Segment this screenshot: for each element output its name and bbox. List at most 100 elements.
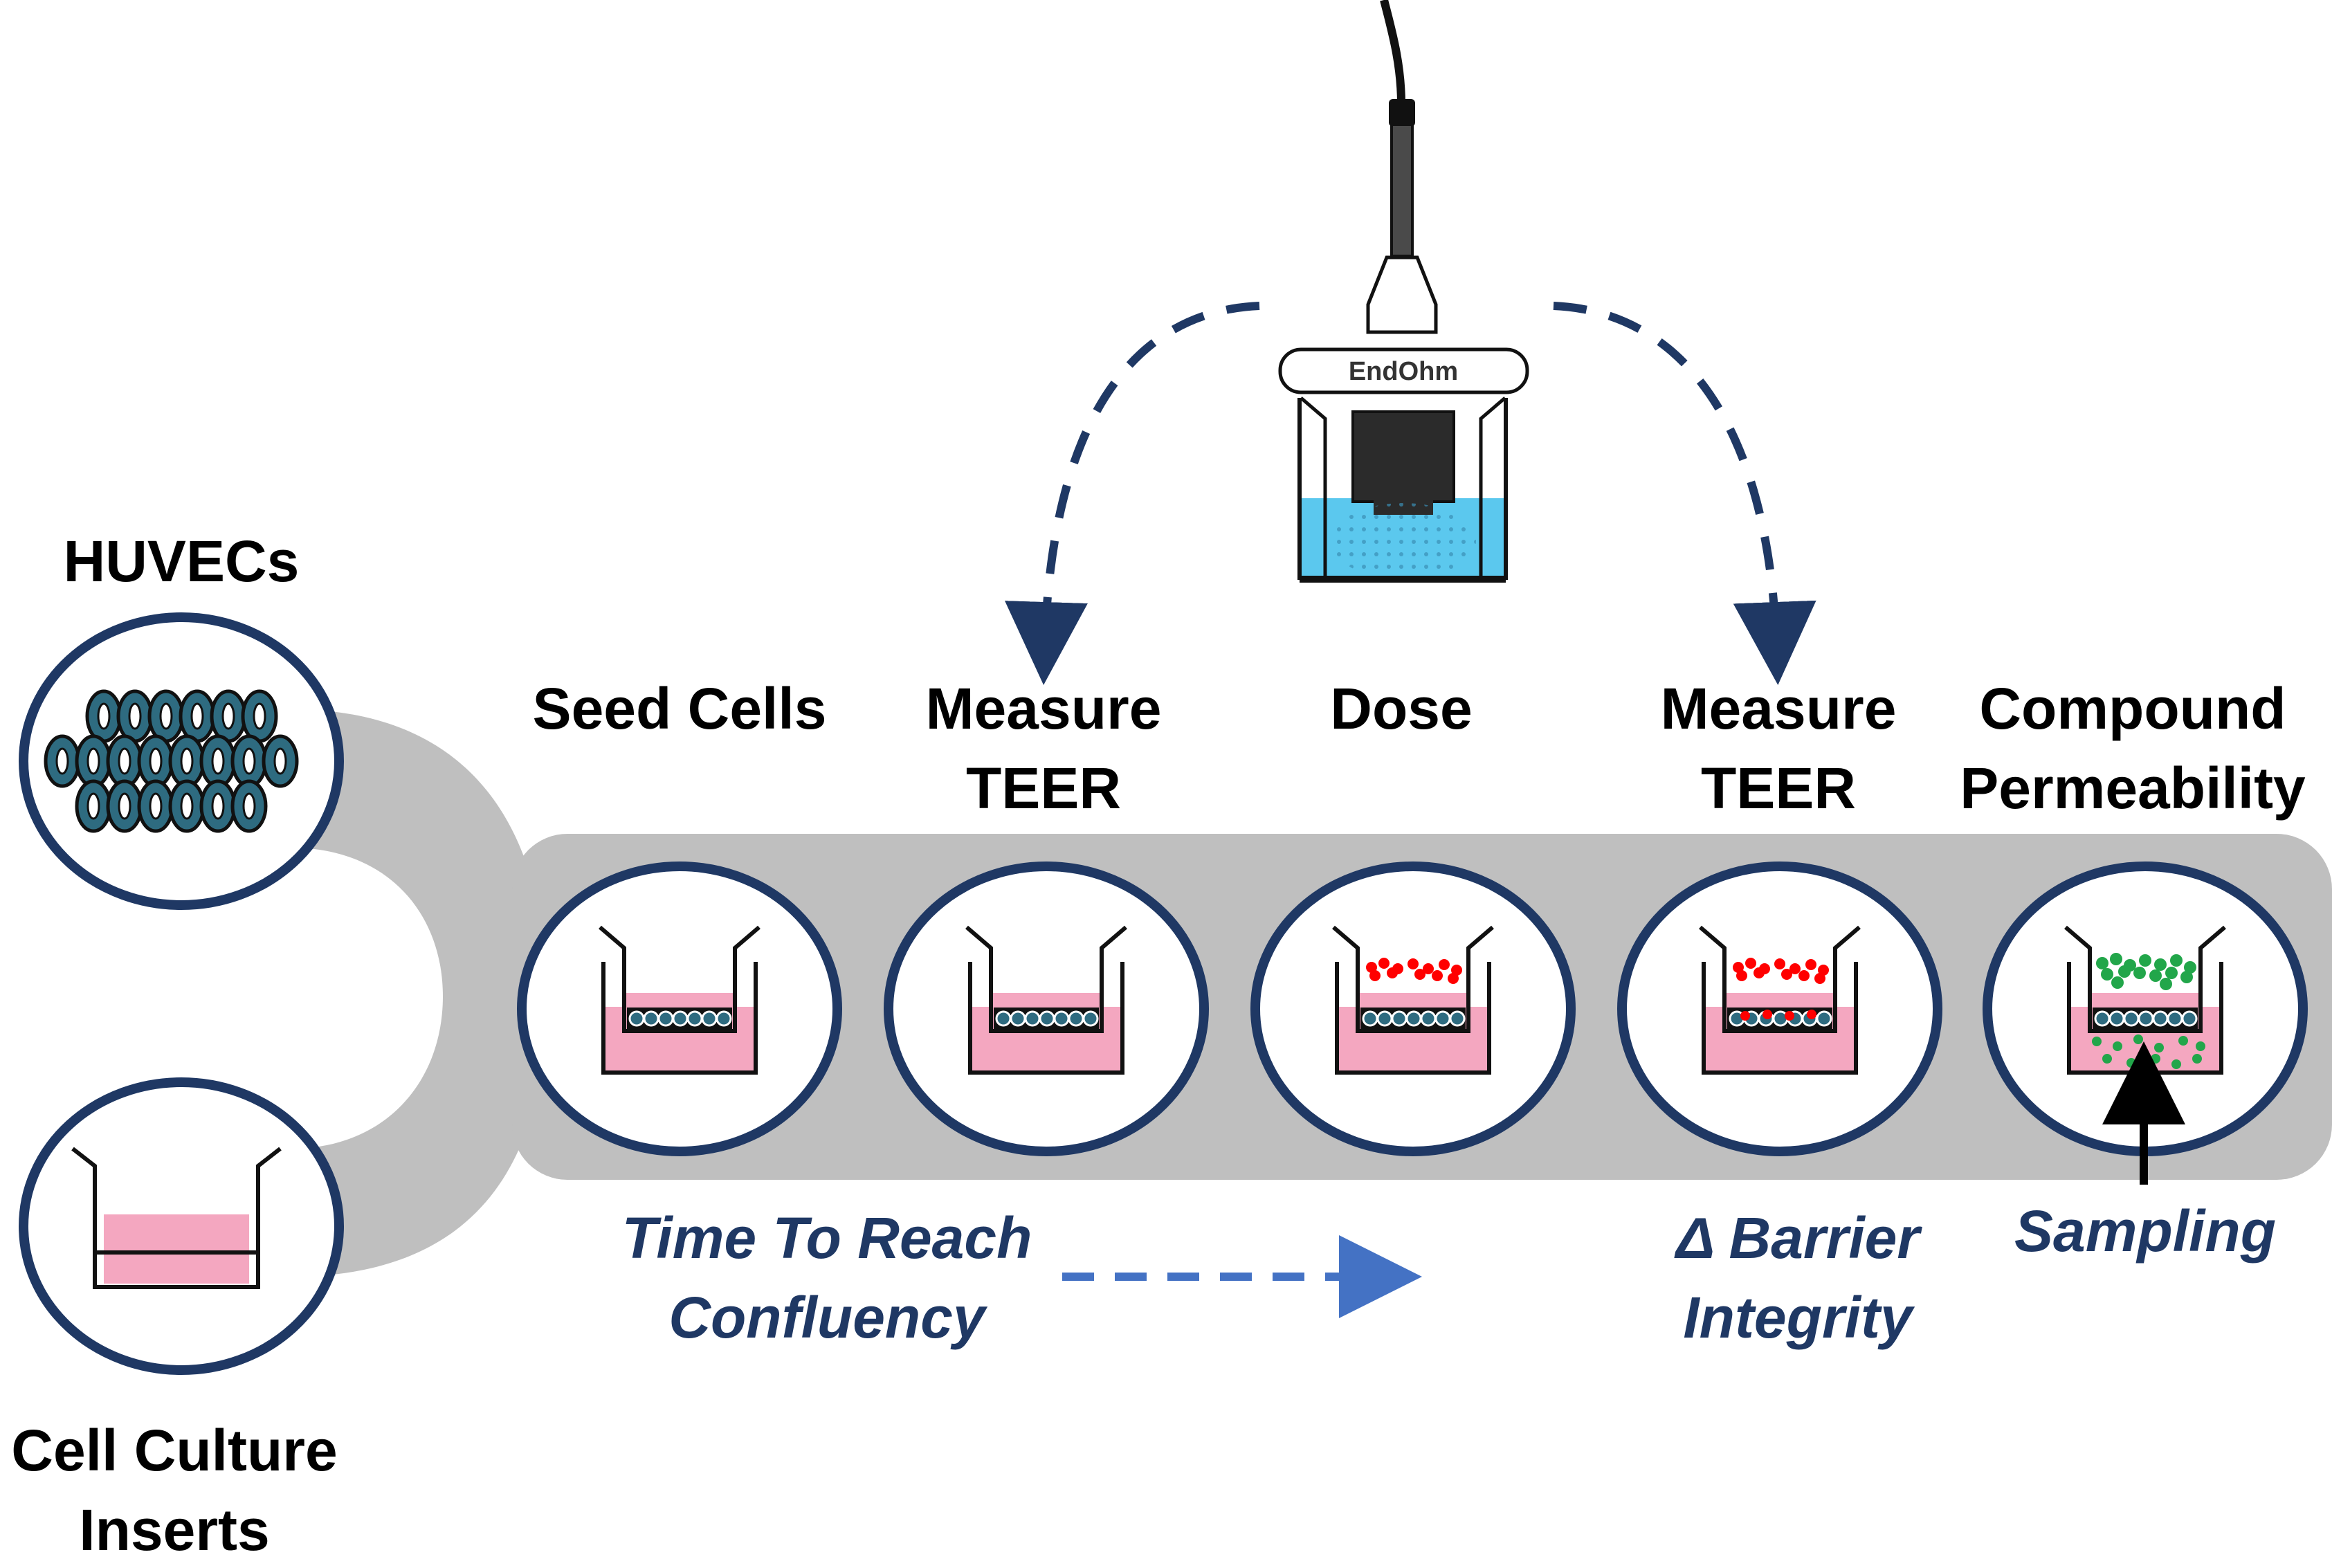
dose-particle [1798,970,1810,981]
huvec-cell-nucleus [180,792,194,820]
huvec-cell-nucleus [190,702,204,730]
compound-particle [2165,967,2178,979]
cell [2167,1010,2183,1027]
sampling-label: Sampling [2014,1198,2276,1264]
compound-particle [2113,1041,2122,1051]
huvec-cell-nucleus [273,747,287,775]
device-cable [1380,0,1405,104]
inserts-label-line1: Cell Culture [11,1418,337,1483]
compound-particle [2160,978,2172,990]
dose-particle [1785,1011,1794,1021]
insert-measure1 [965,925,1127,1075]
dose-particle [1366,962,1377,973]
dose-particle [1789,963,1801,974]
huvec-cell-nucleus [86,792,100,820]
dose-particle [1439,959,1450,970]
step-measure2-label-line1: Measure [1661,676,1897,741]
huvec-cell-nucleus [149,792,163,820]
huvec-cell-nucleus [118,792,131,820]
huvec-cell-nucleus [253,702,266,730]
insert-basket [1699,925,1861,1033]
barrier-note-line2: Integrity [1683,1285,1915,1350]
huvec-cell-nucleus [149,747,163,775]
compound-particle [2101,968,2113,981]
compound-particle [2111,976,2124,989]
device-rod [1390,123,1414,257]
step-permeability-label-line2: Permeability [1960,756,2306,821]
compound-particle [2180,971,2193,983]
compound-particle [2184,961,2196,974]
dose-particle [1408,958,1419,969]
huvec-cell-nucleus [211,747,225,775]
huvec-cell-nucleus [180,747,194,775]
dose-particle [1423,963,1434,974]
device-cap [1278,347,1529,394]
dose-particle [1414,969,1425,980]
compound-particle [2133,967,2146,979]
huvec-cell-nucleus [55,747,69,775]
huvec-cell-nucleus [242,792,256,820]
dose-particle [1818,965,1829,976]
step-seed-label: Seed Cells [533,676,827,741]
dose-particle [1378,958,1390,969]
compound-particle [2151,1054,2160,1064]
huvec-cell-nucleus [242,747,256,775]
cell [716,1010,732,1027]
insert-basket [965,925,1127,1033]
arc-to-measure1 [1004,302,1260,685]
dose-particle [1745,958,1756,969]
cell [672,1010,689,1027]
huvec-cell-nucleus [221,702,235,730]
device-cup-base [1300,576,1506,583]
barrier-note-line1: Δ Barrier [1674,1205,1922,1270]
dose-particle [1807,1010,1816,1019]
inserts-label-line2: Inserts [79,1497,269,1562]
huvec-cell-nucleus [97,702,111,730]
cell [657,1010,674,1027]
compound-particle [2170,954,2183,967]
dose-particle [1805,959,1816,970]
dose-particle [1736,970,1747,981]
compound-particle [2154,958,2167,971]
dose-particle [1733,962,1744,973]
compound-particle [2149,969,2162,982]
cell [2138,1010,2154,1027]
compound-particle [2110,953,2122,965]
insert-permeability [2064,925,2226,1075]
dose-particle [1432,970,1443,981]
cell [1068,1010,1084,1027]
cell [1376,1010,1393,1027]
cell [1449,1010,1466,1027]
cell [628,1010,645,1027]
cell [1434,1010,1451,1027]
insert-measure2 [1699,925,1861,1075]
well-medium [104,1214,249,1284]
compound-particle [2102,1054,2112,1064]
huvecs-label: HUVECs [64,529,300,594]
cell [1082,1010,1099,1027]
insert-basket [599,925,760,1033]
device-label: EndOhm [1349,357,1458,386]
cell [1053,1010,1070,1027]
dose-particle [1781,969,1792,980]
device-neck [1366,255,1438,334]
dose-particle [1753,967,1765,978]
device-electrode [1351,410,1455,503]
cell [995,1010,1012,1027]
cell [1391,1010,1408,1027]
cell [1816,1010,1832,1027]
well-wall [968,962,1124,1075]
dose-particle [1369,970,1381,981]
huvec-cell-nucleus [128,702,142,730]
huvec-cell-nucleus [159,702,173,730]
dose-particle [1814,973,1825,984]
cell [2152,1010,2169,1027]
cell [2123,1010,2140,1027]
step-inserts [599,925,2226,1075]
insert-dose [1332,925,1494,1075]
huvec-cells [44,689,299,833]
empty-insert [71,1147,282,1289]
cell [1362,1010,1378,1027]
compound-particle [2154,1043,2164,1052]
